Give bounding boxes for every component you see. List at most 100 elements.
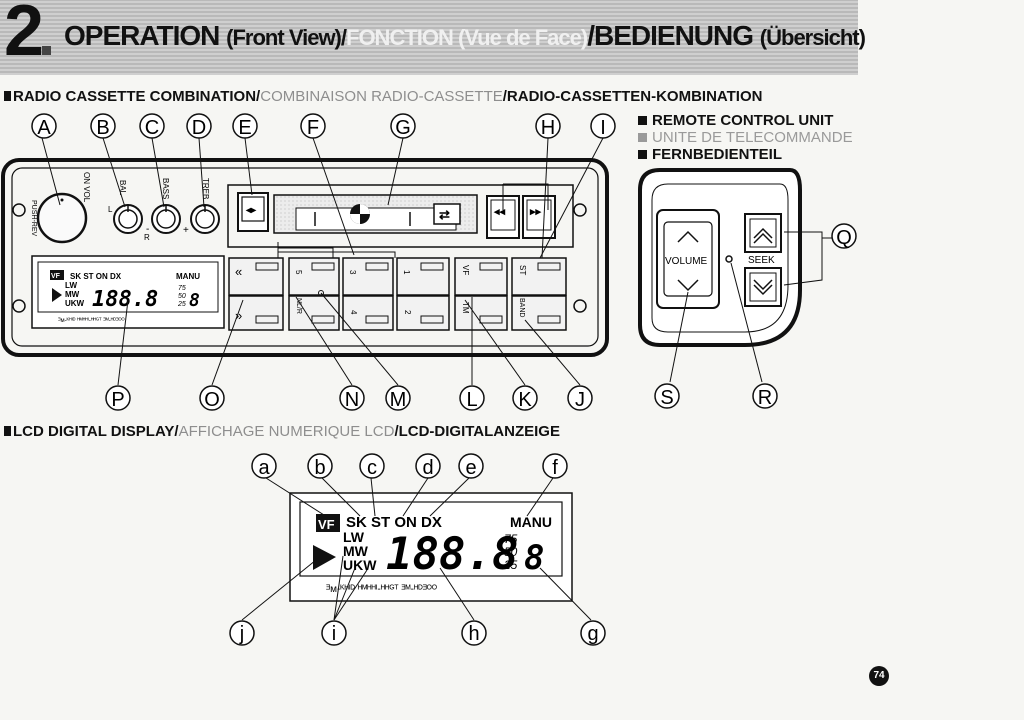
tm-button[interactable]: TM (454, 295, 508, 331)
bullet (4, 426, 11, 436)
lcd-50: 50 (504, 545, 518, 559)
volume-label: VOLUME (665, 256, 708, 267)
callout-G: G (390, 113, 416, 139)
bal-left-label: L (108, 205, 113, 214)
cassette-slot: ⇄ (273, 194, 478, 234)
svg-text:G: G (395, 117, 411, 139)
seek-up-button[interactable] (744, 213, 782, 253)
page-number: 74 (869, 666, 889, 686)
tm-label: TM (461, 302, 470, 314)
page-title: OPERATION (Front View)/FONCTION (Vue de … (64, 20, 866, 52)
chapter-number: 2 (4, 0, 44, 71)
lcd-lw: LW (65, 281, 77, 290)
on-vol-label: ON VOL (82, 172, 91, 203)
lcd-digital-display: VF SK ST ON DX MANU LW MW UKW 188.8 75 5… (289, 492, 573, 602)
svg-text:P: P (111, 389, 124, 411)
callout-J: J (567, 385, 593, 411)
chapter-marker (42, 46, 51, 55)
svg-text:f: f (552, 457, 558, 479)
eject-icon: ◂▸ (245, 205, 257, 216)
callout-h: h (461, 620, 487, 646)
bal-right-label: R (144, 233, 150, 242)
preset-button-4[interactable]: 4 (342, 295, 394, 331)
section-remote-control: REMOTE CONTROL UNIT UNITE DE TELECOMMAND… (638, 112, 853, 163)
lcd-mw: MW (65, 290, 80, 299)
preset-2-label: 2 (403, 310, 412, 315)
svg-text:J: J (575, 389, 585, 411)
seek-down-button[interactable] (744, 267, 782, 307)
callout-d: d (415, 453, 441, 479)
scan-down-icon: » (235, 308, 242, 323)
svg-text:N: N (345, 389, 359, 411)
callout-E: E (232, 113, 258, 139)
st-button[interactable]: ST (511, 257, 567, 296)
lcd-50: 50 (178, 293, 186, 300)
callout-R: R (752, 383, 778, 409)
band-button[interactable]: BAND (511, 295, 567, 331)
fast-forward-icon: ▸▸ (529, 206, 542, 218)
bullet (638, 150, 647, 159)
svg-text:F: F (307, 117, 319, 139)
preset-button-2[interactable]: 2 (396, 295, 450, 331)
title-de: /BEDIENUNG (587, 20, 754, 51)
bass-label: BASS (161, 178, 170, 199)
scan-up-button[interactable]: « (228, 257, 284, 296)
callout-A: A (31, 113, 57, 139)
lcd-ukw: UKW (65, 299, 85, 308)
preset-button-1[interactable]: 1 (396, 257, 450, 296)
leader-lines (41, 137, 832, 621)
svg-text:S: S (660, 387, 673, 409)
treble-knob[interactable] (190, 204, 220, 234)
program-change-icon: ⇄ (439, 207, 450, 222)
fast-forward-button[interactable]: ▸▸ (522, 195, 556, 239)
svg-text:Q: Q (836, 227, 852, 249)
lcd-vf-indicator: VF (51, 273, 61, 280)
svg-text:i: i (332, 623, 336, 645)
callout-H: H (535, 113, 561, 139)
bass-knob[interactable] (151, 204, 181, 234)
volume-up-icon (677, 230, 699, 243)
callout-Q: Q (831, 223, 857, 249)
svg-text:e: e (465, 457, 476, 479)
svg-text:a: a (258, 457, 270, 479)
preset-button-5[interactable]: 5 (288, 257, 340, 296)
balance-knob[interactable] (113, 204, 143, 234)
callout-M: M (385, 385, 411, 411)
callout-P: P (105, 385, 131, 411)
callout-g: g (580, 620, 606, 646)
svg-text:I: I (600, 117, 606, 139)
callout-a: a (251, 453, 277, 479)
bal-label: BAL (118, 180, 127, 196)
bullet (638, 116, 647, 125)
preset-button-3[interactable]: 3 (342, 257, 394, 296)
lcd-vf-box (316, 514, 340, 532)
remote-control-unit: VOLUME SEEK (638, 168, 802, 347)
preset-button-nlr[interactable]: NL/R (288, 290, 340, 331)
section-radio-cassette: RADIO CASSETTE COMBINATION/COMBINAISON R… (4, 88, 762, 105)
seek-down-icon (753, 279, 773, 296)
callout-j: j (229, 620, 255, 646)
st-label: ST (518, 265, 527, 275)
vf-button[interactable]: VF (454, 257, 508, 296)
preset-5-label: 5 (294, 270, 303, 275)
radio-cassette-unit: PUSH-REV ON VOL BAL L R BASS - + TREB (1, 158, 609, 357)
volume-rocker[interactable]: VOLUME (656, 209, 720, 309)
lcd-preset-digit: 8 (189, 290, 200, 311)
title-fr: FONCTION (Vue de Face) (346, 25, 588, 50)
rewind-icon: ◂◂ (493, 206, 506, 218)
mount-screw-icon (12, 299, 26, 313)
callout-F: F (300, 113, 326, 139)
lcd-manu-indicator: MANU (176, 272, 200, 281)
volume-knob[interactable] (36, 192, 88, 244)
svg-text:B: B (96, 117, 109, 139)
scan-down-button[interactable]: » (228, 295, 284, 331)
svg-text:D: D (192, 117, 206, 139)
lcd-frequency-digits: 188.8 (92, 287, 158, 312)
remote-sensor-icon (725, 255, 733, 263)
band-label: BAND (518, 298, 525, 317)
callout-i: i (321, 620, 347, 646)
eject-fast-wind-button[interactable]: ◂▸ (237, 192, 269, 232)
lcd-25: 25 (503, 558, 518, 572)
svg-text:j: j (239, 623, 244, 645)
lcd-mw: MW (343, 543, 369, 559)
